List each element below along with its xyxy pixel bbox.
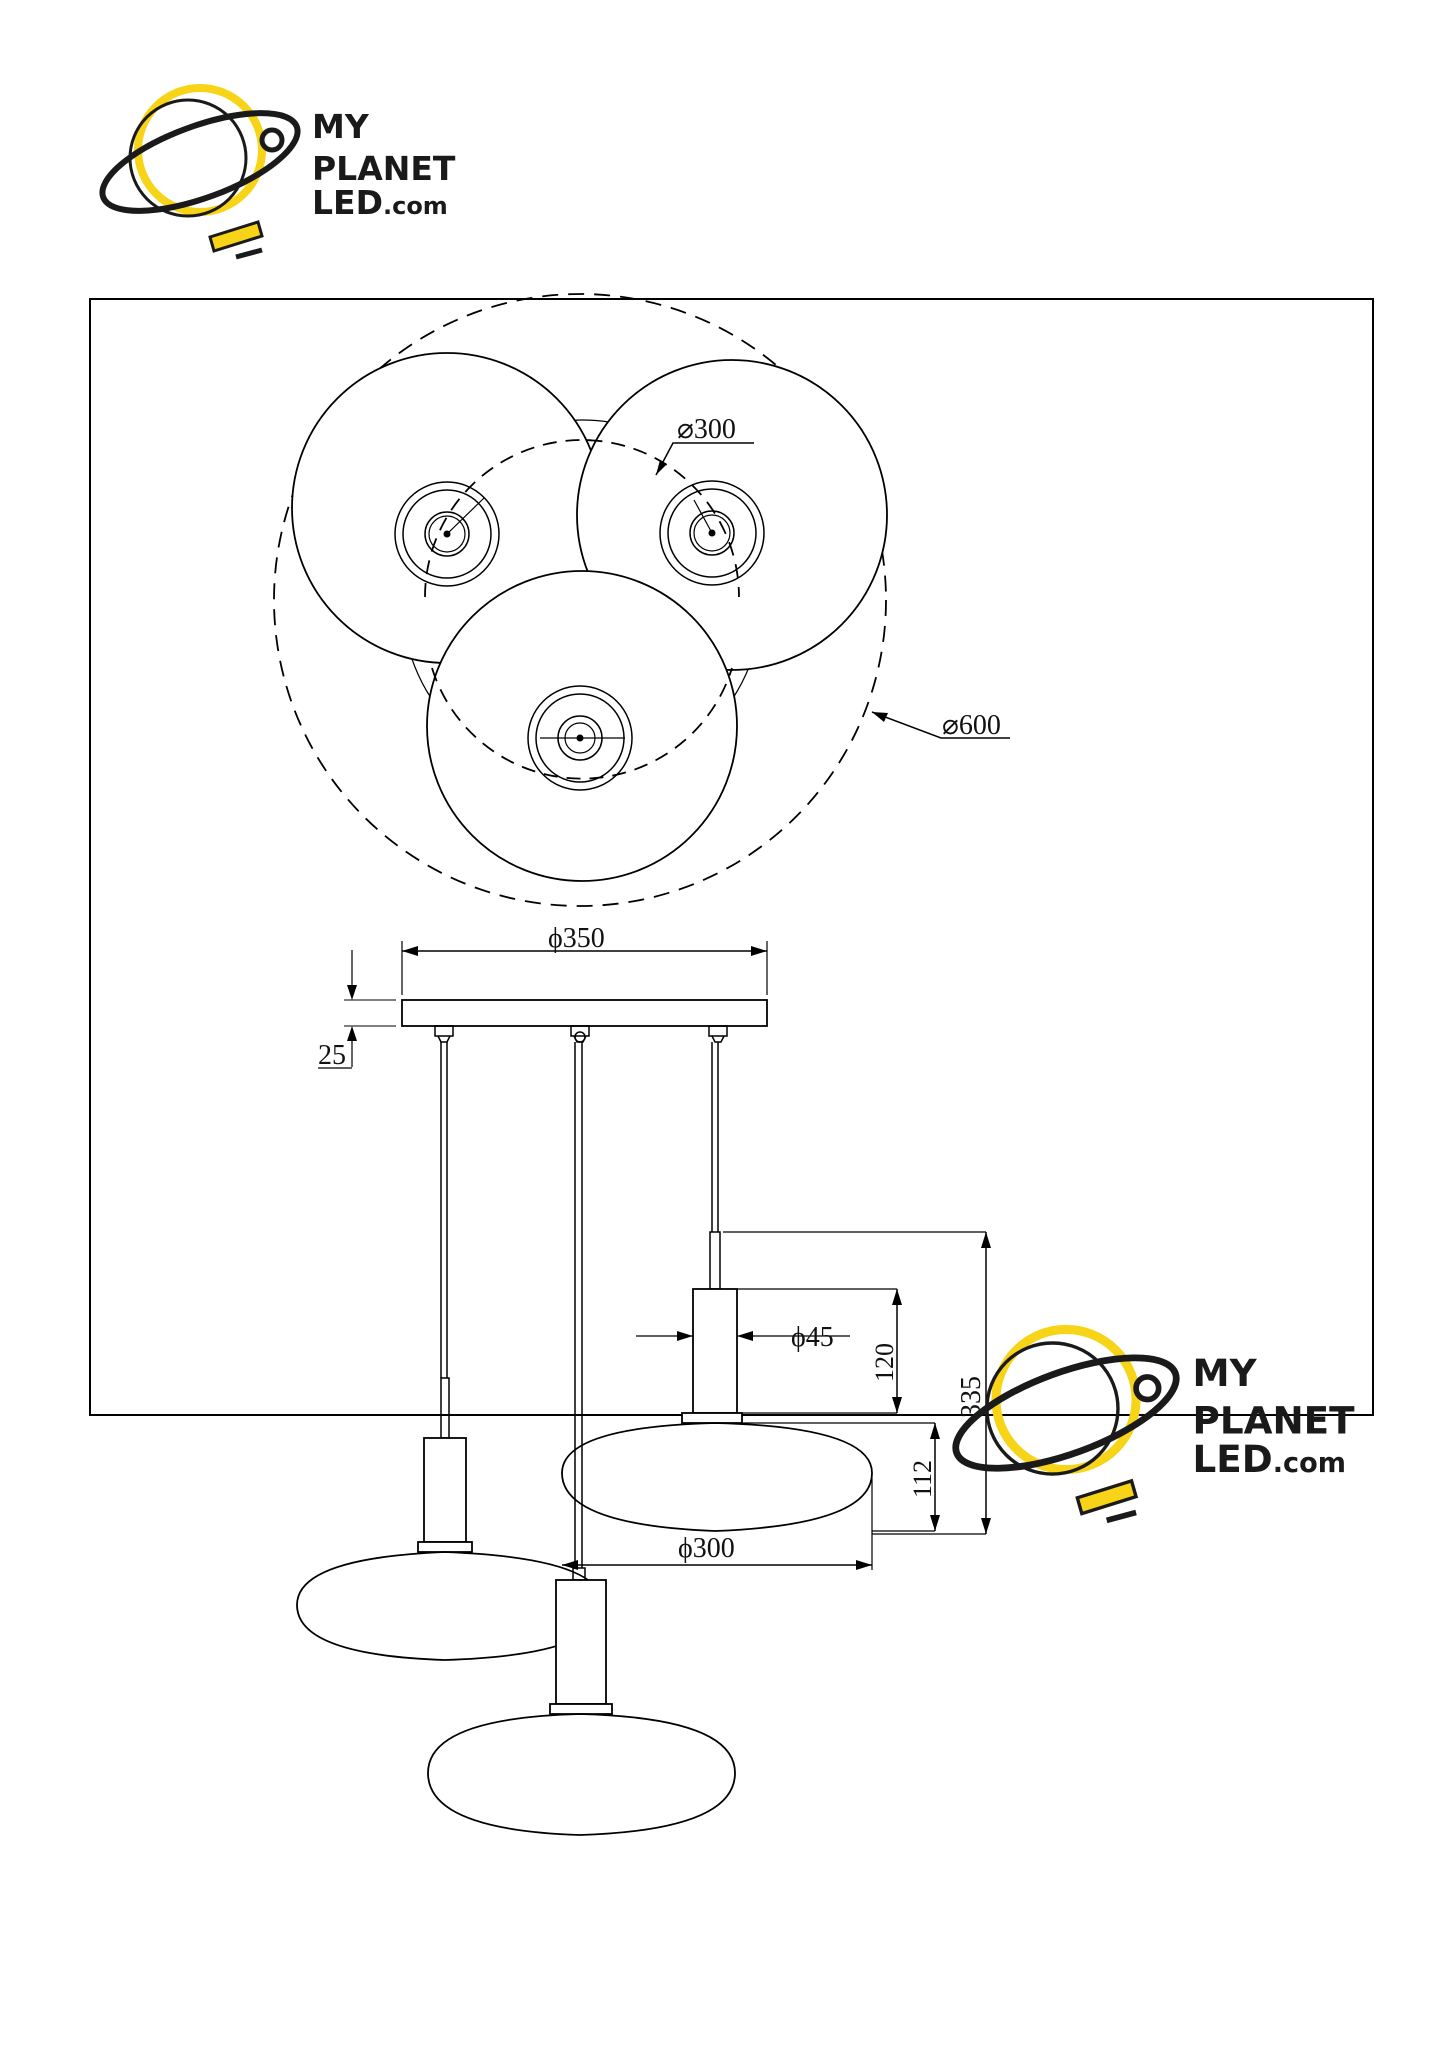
socket-top-right [659, 480, 765, 586]
brand-led-text: LED [1193, 1437, 1273, 1481]
brand-logo-bottom: MY PLANET LED.com [952, 1324, 1356, 1524]
top-view [273, 293, 1010, 907]
pendant-right [561, 1042, 873, 1532]
socket-height-label: 120 [870, 1343, 899, 1382]
top-small-diameter-label: ⌀300 [677, 414, 736, 445]
shade-diameter-label: ϕ300 [678, 1533, 735, 1564]
brand-led-text: LED [312, 183, 383, 222]
brand-logo-top: MY PLANET LED.com [99, 84, 456, 260]
canopy-diameter-label: ϕ350 [548, 923, 605, 954]
socket-top-left [394, 481, 500, 587]
outer-diameter-circle [273, 293, 887, 907]
brand-com-text: .com [1273, 1448, 1346, 1479]
brand-line-led: LED.com [312, 183, 448, 222]
brand-line-led: LED.com [1193, 1437, 1346, 1481]
canopy-plate [401, 999, 768, 1027]
brand-line-my: MY [1193, 1351, 1258, 1395]
shade-bottom [426, 570, 738, 882]
planet-bulb-icon [99, 84, 301, 260]
shade-height-label: 112 [908, 1460, 937, 1498]
leader-outer [871, 711, 1010, 739]
brand-line-planet: PLANET [312, 149, 456, 188]
brand-line-my: MY [312, 107, 370, 146]
socket-diameter-label: ϕ45 [791, 1322, 834, 1353]
brand-com-text: .com [383, 192, 448, 220]
side-view [296, 941, 991, 1836]
top-outer-diameter-label: ⌀600 [942, 710, 1001, 741]
brand-line-planet: PLANET [1193, 1398, 1356, 1442]
pendant-middle [427, 1042, 736, 1836]
socket-bottom [527, 685, 633, 791]
planet-bulb-icon [952, 1324, 1180, 1524]
pendant-left [296, 1042, 604, 1661]
canopy-height-label: 25 [318, 1040, 346, 1071]
